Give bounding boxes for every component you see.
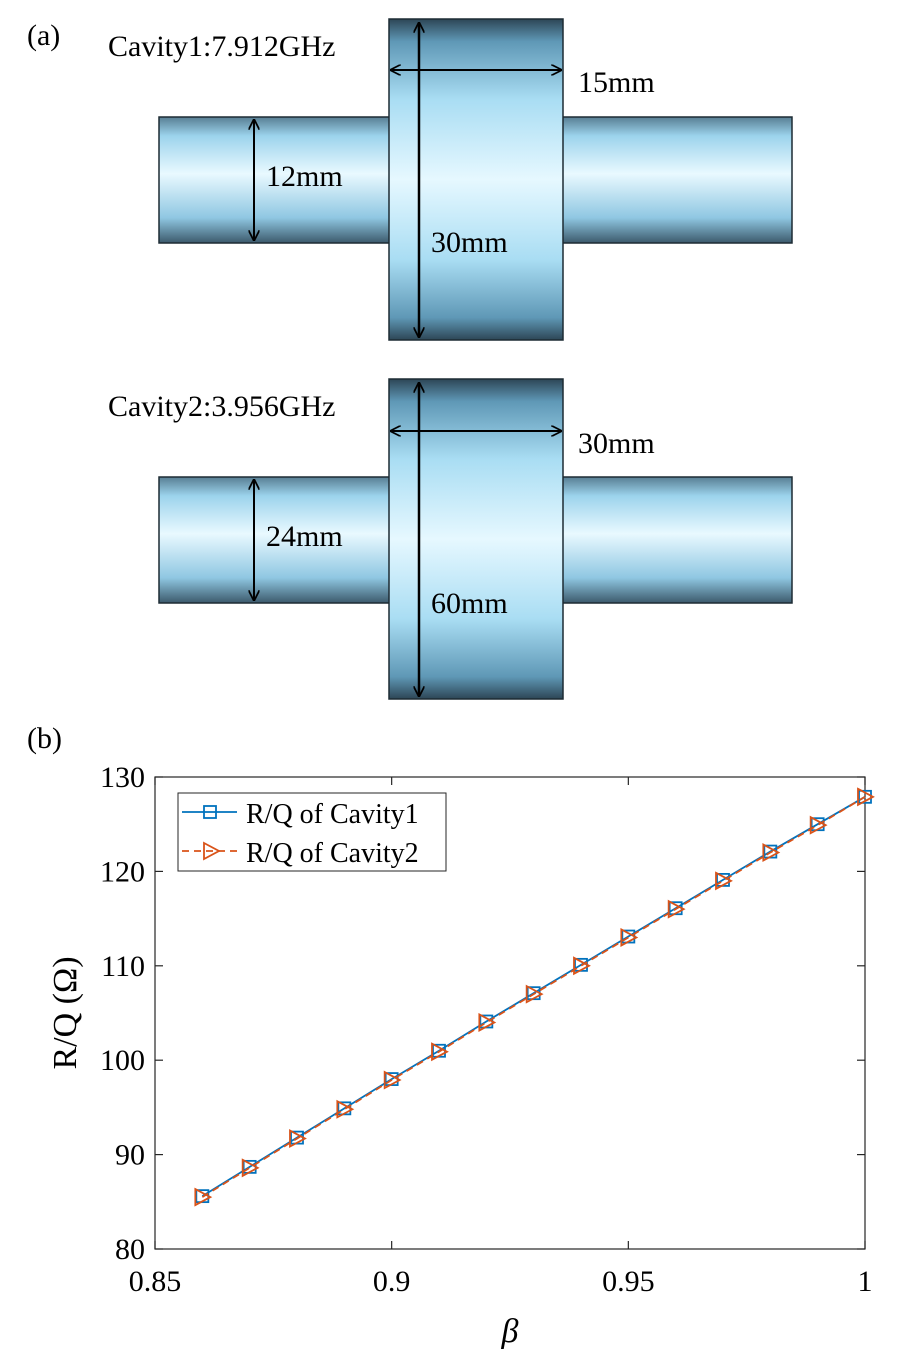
data-point-triangle: [809, 815, 828, 835]
y-tick-label: 80: [115, 1233, 145, 1266]
series-layer: [194, 787, 875, 1207]
series-2: [194, 787, 875, 1207]
cavity1-outer-label: 30mm: [431, 226, 508, 259]
cavity1-body: [388, 18, 564, 341]
y-tick-label: 130: [100, 761, 145, 794]
y-tick-label: 120: [100, 855, 145, 888]
x-axis-label: β: [501, 1313, 519, 1350]
y-tick-label: 110: [101, 950, 145, 983]
data-point-triangle: [525, 984, 544, 1004]
x-axis-ticks: 0.85 0.9 0.95 1: [129, 777, 873, 1298]
cavity1-title: Cavity1:7.912GHz: [108, 30, 335, 63]
y-tick-label: 100: [100, 1044, 145, 1077]
x-tick-label: 0.95: [602, 1265, 655, 1298]
legend-marker-cavity1: [203, 805, 217, 819]
cavity2-left-pipe: [158, 476, 391, 604]
legend-label-cavity1: R/Q of Cavity1: [246, 799, 419, 830]
y-axis-label: R/Q (Ω): [47, 956, 84, 1069]
data-point-triangle: [431, 1042, 449, 1062]
data-point-triangle: [336, 1099, 355, 1119]
legend: R/Q of Cavity1 R/Q of Cavity2: [177, 792, 447, 872]
data-point-triangle: [383, 1070, 402, 1090]
data-point-triangle: [762, 843, 781, 863]
cavity1-right-pipe: [561, 116, 793, 244]
cavity2-gap-label: 30mm: [578, 427, 655, 460]
panel-b-label: (b): [27, 722, 62, 755]
cavity1-left-pipe: [158, 116, 391, 244]
data-point-triangle: [857, 787, 875, 807]
data-point-triangle: [620, 927, 639, 947]
cavity1-diagram: Cavity1:7.912GHz 15mm 12mm 30mm: [108, 18, 793, 341]
cavity2-title: Cavity2:3.956GHz: [108, 390, 335, 423]
panel-a-label: (a): [27, 19, 60, 52]
cavity1-gap-label: 15mm: [578, 66, 655, 99]
data-point-triangle: [241, 1158, 260, 1178]
cavity2-diagram: Cavity2:3.956GHz 30mm 24mm 60mm: [108, 378, 793, 700]
data-point-triangle: [667, 899, 686, 919]
y-axis-ticks: 80 90 100 110 120 130: [100, 761, 865, 1266]
data-point-triangle: [289, 1129, 307, 1149]
cavity2-right-pipe: [561, 476, 793, 604]
cavity2-pipe-label: 24mm: [266, 520, 343, 553]
x-tick-label: 1: [858, 1265, 873, 1298]
legend-box: [177, 792, 447, 872]
cavity2-body: [388, 378, 564, 700]
data-point-square: [858, 789, 872, 804]
x-tick-label: 0.9: [373, 1265, 411, 1298]
data-point-triangle: [194, 1187, 213, 1207]
data-point-triangle: [478, 1012, 497, 1032]
cavity1-pipe-label: 12mm: [266, 160, 343, 193]
data-point-triangle: [573, 956, 591, 976]
x-tick-label: 0.85: [129, 1265, 182, 1298]
series-line: [201, 796, 866, 1198]
data-point-triangle: [715, 871, 733, 891]
legend-marker-cavity2: [203, 841, 221, 861]
legend-label-cavity2: R/Q of Cavity2: [246, 838, 419, 869]
cavity2-outer-label: 60mm: [431, 587, 508, 620]
y-tick-label: 90: [115, 1139, 145, 1172]
